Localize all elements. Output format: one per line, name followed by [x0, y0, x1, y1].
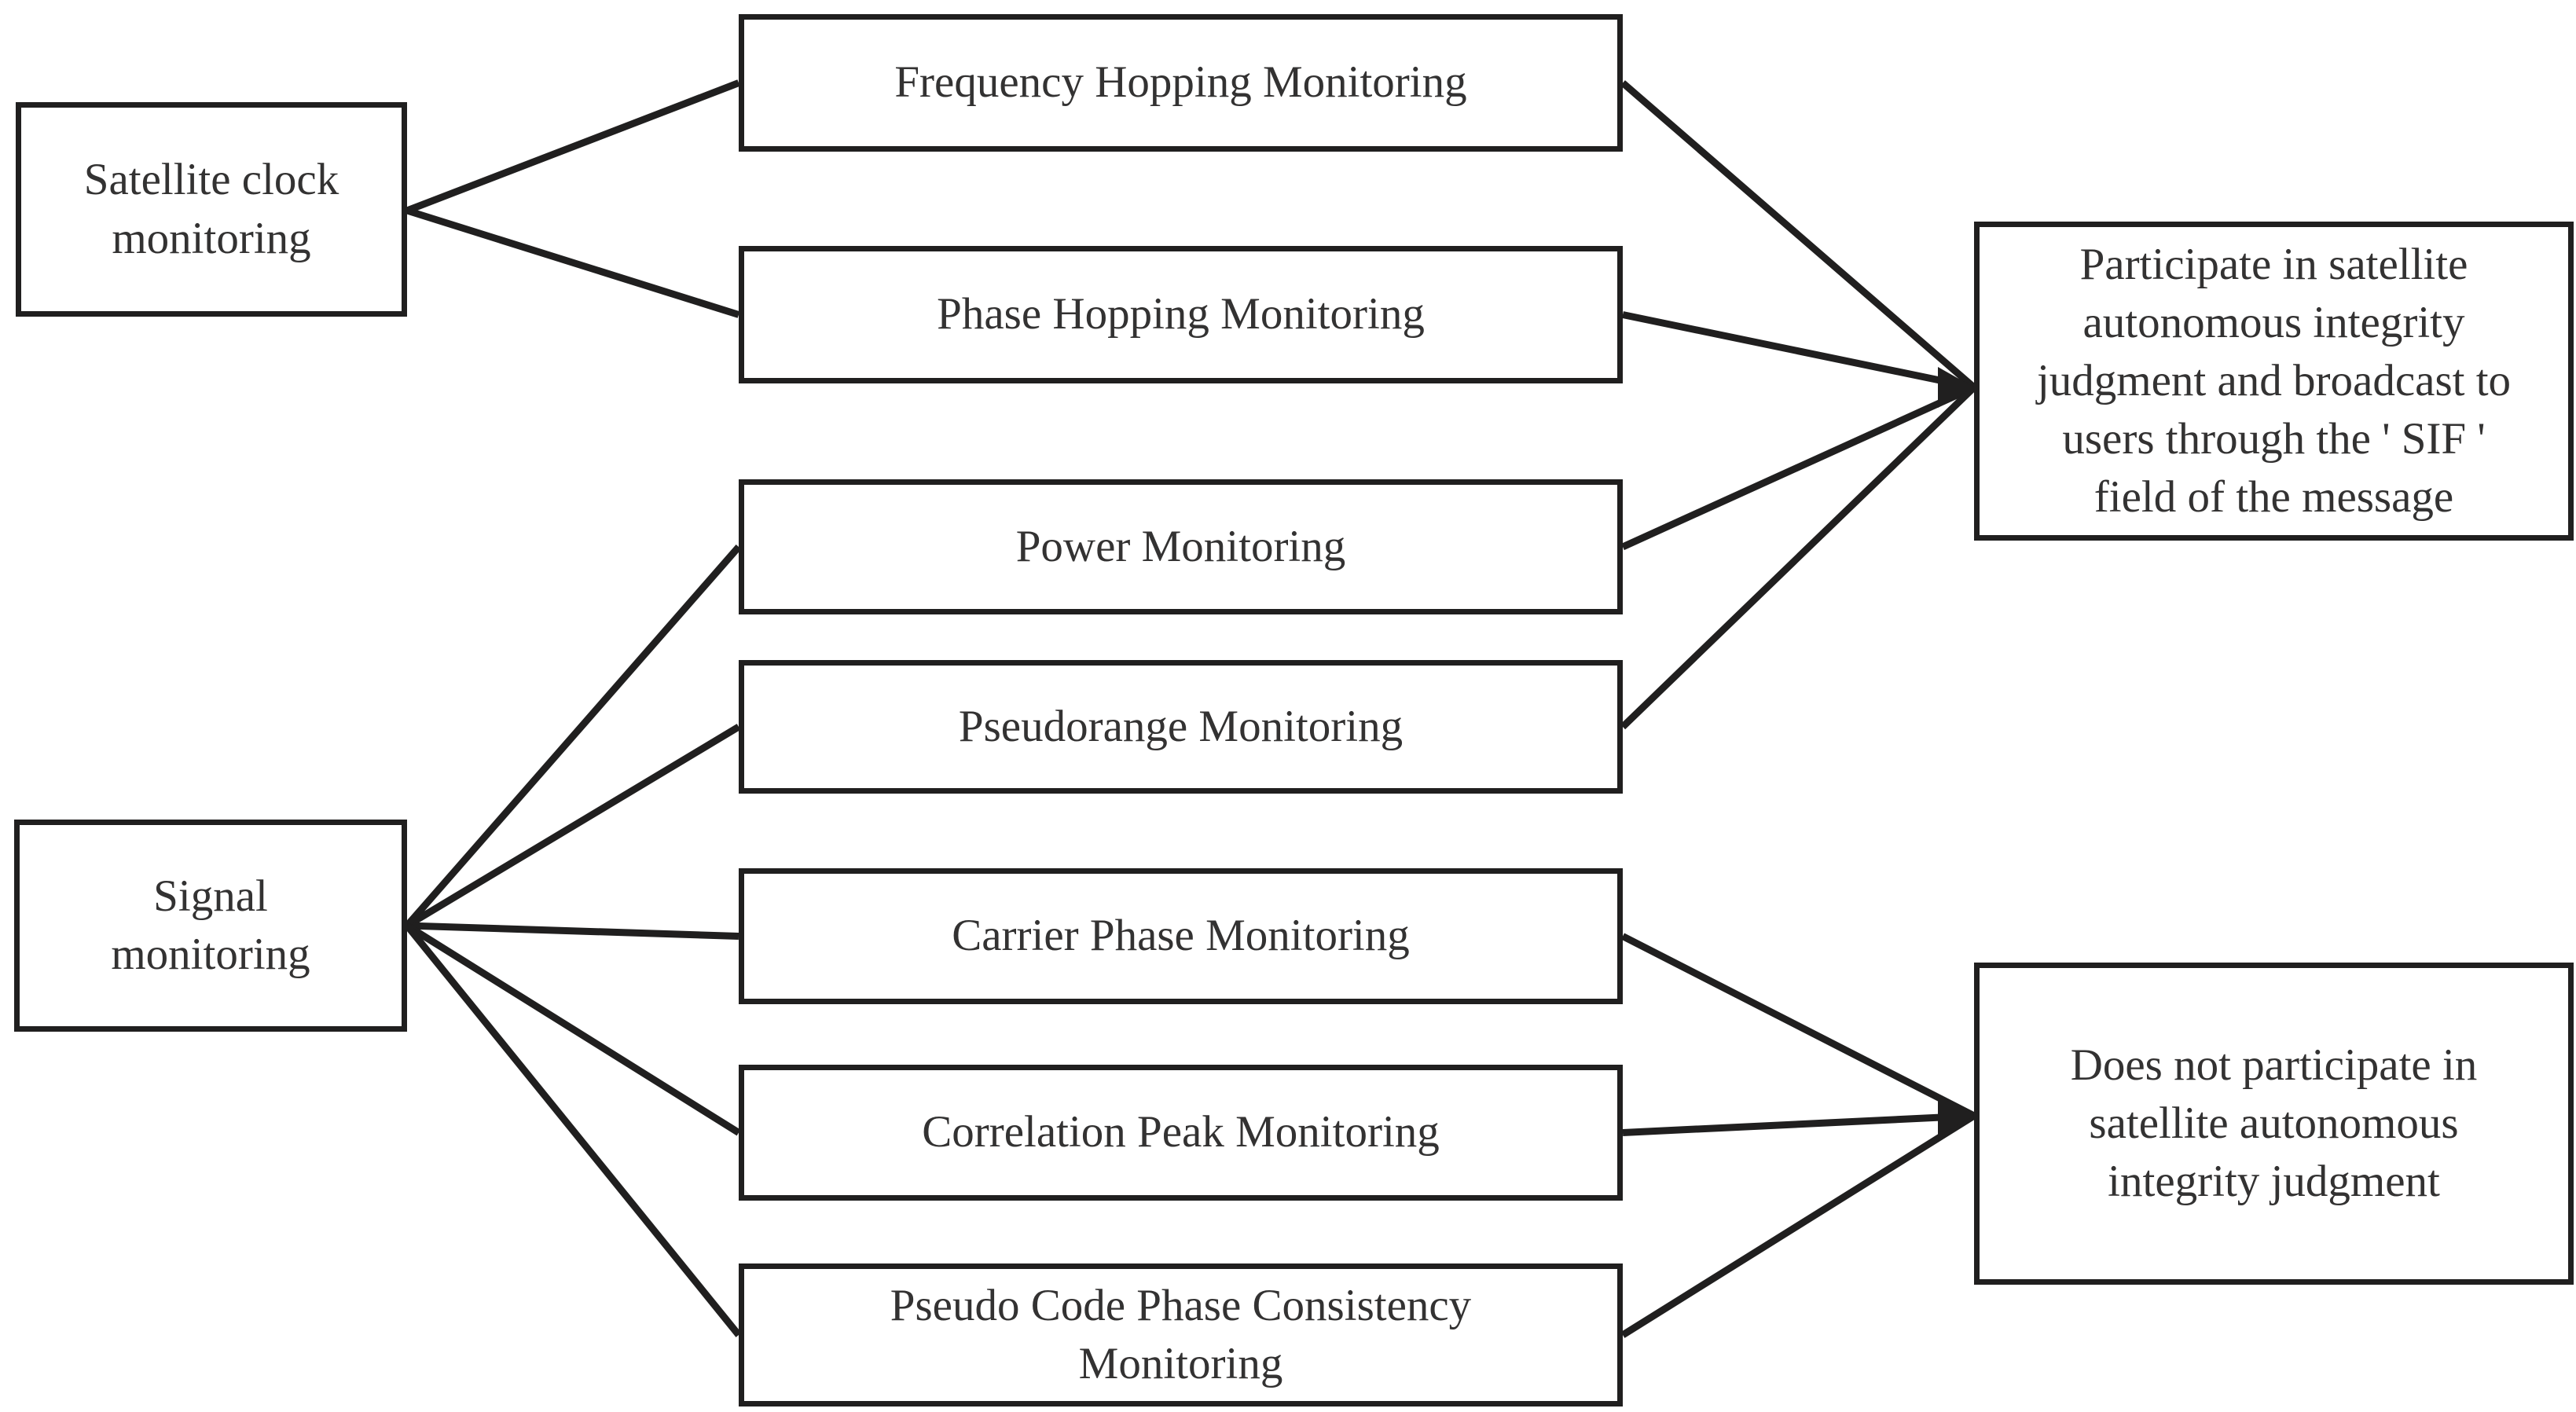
connector-signal-monitoring-to-pseudo-code-phase-consistency-monitoring — [404, 923, 742, 1337]
connector-satellite-clock-monitoring-to-frequency-hopping-monitoring — [405, 79, 740, 215]
connector-carrier-phase-monitoring-to-not-participate — [1620, 933, 1976, 1120]
power-monitoring-label: Power Monitoring — [1015, 521, 1346, 571]
connector-phase-hopping-monitoring-to-participate — [1622, 311, 1975, 391]
correlation-peak-monitoring-label: Correlation Peak Monitoring — [922, 1107, 1440, 1157]
satellite-clock-monitoring-label: Satellite clock monitoring — [83, 155, 339, 263]
power-monitoring[interactable]: Power Monitoring — [739, 479, 1623, 614]
carrier-phase-monitoring-label: Carrier Phase Monitoring — [952, 911, 1410, 961]
participate-label: Participate in satellite autonomous inte… — [2036, 239, 2512, 523]
arrowhead-not-participate — [1938, 1095, 1974, 1136]
connector-signal-monitoring-to-pseudorange-monitoring — [405, 724, 741, 929]
signal-monitoring[interactable]: Signal monitoring — [14, 820, 407, 1032]
pseudo-code-phase-consistency-monitoring-label: Pseudo Code Phase Consistency Monitoring — [890, 1280, 1472, 1388]
carrier-phase-monitoring[interactable]: Carrier Phase Monitoring — [739, 868, 1623, 1004]
connector-signal-monitoring-to-power-monitoring — [404, 545, 742, 928]
signal-monitoring-label: Signal monitoring — [111, 871, 310, 979]
frequency-hopping-monitoring[interactable]: Frequency Hopping Monitoring — [739, 14, 1623, 152]
connector-correlation-peak-monitoring-to-not-participate — [1622, 1112, 1975, 1136]
satellite-clock-monitoring[interactable]: Satellite clock monitoring — [16, 102, 407, 317]
connector-power-monitoring-to-participate — [1621, 383, 1976, 551]
frequency-hopping-monitoring-label: Frequency Hopping Monitoring — [894, 57, 1467, 108]
not-participate[interactable]: Does not participate in satellite autono… — [1974, 963, 2574, 1285]
connector-satellite-clock-monitoring-to-phase-hopping-monitoring — [405, 207, 740, 318]
pseudorange-monitoring-label: Pseudorange Monitoring — [958, 701, 1404, 751]
connector-pseudorange-monitoring-to-participate — [1620, 384, 1977, 730]
pseudo-code-phase-consistency-monitoring[interactable]: Pseudo Code Phase Consistency Monitoring — [739, 1263, 1623, 1406]
connector-pseudo-code-phase-consistency-monitoring-to-not-participate — [1620, 1113, 1976, 1338]
connector-signal-monitoring-to-carrier-phase-monitoring — [406, 922, 739, 940]
pseudorange-monitoring[interactable]: Pseudorange Monitoring — [739, 660, 1623, 794]
connector-frequency-hopping-monitoring-to-participate — [1620, 80, 1976, 391]
phase-hopping-monitoring-label: Phase Hopping Monitoring — [937, 289, 1425, 339]
not-participate-label: Does not participate in satellite autono… — [2070, 1040, 2478, 1207]
correlation-peak-monitoring[interactable]: Correlation Peak Monitoring — [739, 1065, 1623, 1201]
arrowhead-participate — [1938, 367, 1974, 408]
participate[interactable]: Participate in satellite autonomous inte… — [1974, 222, 2574, 541]
connector-signal-monitoring-to-correlation-peak-monitoring — [405, 922, 741, 1136]
phase-hopping-monitoring[interactable]: Phase Hopping Monitoring — [739, 246, 1623, 383]
